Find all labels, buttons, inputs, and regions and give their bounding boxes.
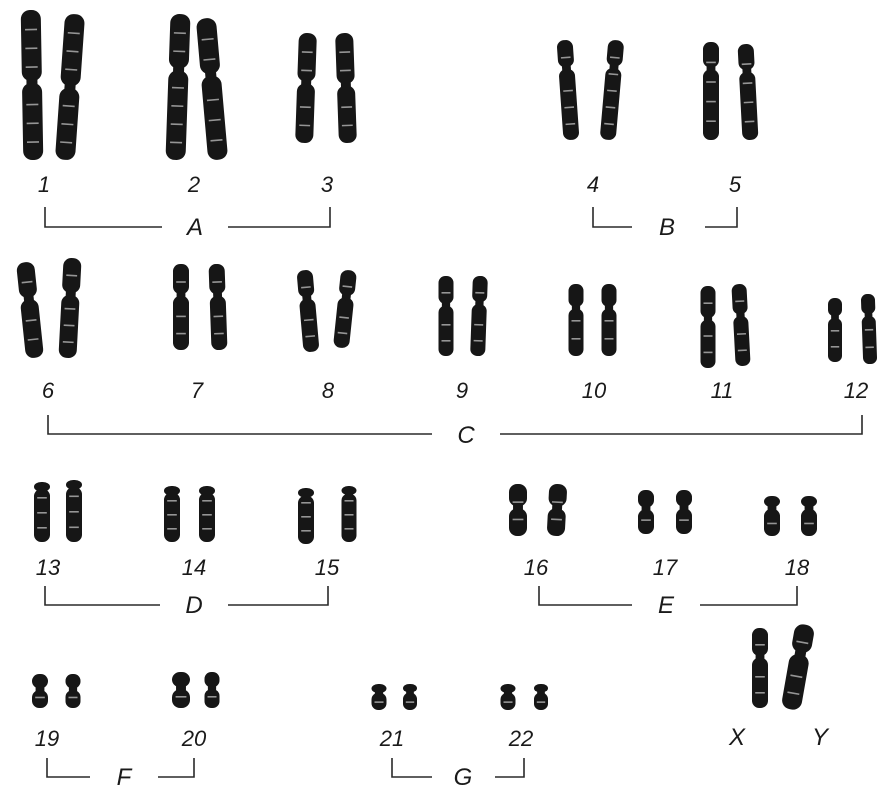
chromosome-10a [568,284,584,356]
chromosome-number-17: 17 [653,555,678,580]
group-b-bracket-left [592,207,632,228]
chromosome-1b [55,14,85,160]
chromosome-number-18: 18 [785,555,810,580]
chromosome-number-8: 8 [322,378,335,403]
chromosome-number-6: 6 [42,378,55,403]
chromosome-11b [731,284,751,366]
chromosome-14a [164,486,180,542]
chromosome-number-20: 20 [181,726,207,751]
chromosome-3b [335,32,357,144]
group-e-bracket-left [538,586,632,606]
chromosome-number-16: 16 [524,555,549,580]
chromosome-2b [196,18,228,160]
group-label-e: E [658,592,675,619]
group-f-bracket-right [158,758,195,778]
chromosome-Xa [752,628,768,708]
chromosome-number-21: 21 [379,726,404,751]
chromosome-5a [703,42,719,140]
chromosome-11a [700,286,716,368]
group-label-f: F [117,764,133,788]
chromosome-21a [371,684,387,710]
chromosome-17b [676,490,692,534]
chromosome-18b [801,496,817,536]
group-c-bracket-right [500,415,863,435]
chromosome-number-1: 1 [38,172,50,197]
chromosome-4b [600,40,624,140]
chromosome-number-4: 4 [587,172,599,197]
chromosome-19b [65,674,81,708]
chromosome-9b [470,275,488,357]
chromosome-number-3: 3 [321,172,334,197]
chromosome-8b [333,270,357,348]
group-label-b: B [659,214,675,241]
chromosome-Xb [782,624,814,710]
chromosome-number-5: 5 [729,172,742,197]
chromosome-16b [547,483,567,537]
chromosome-8a [297,270,319,352]
chromosome-3a [295,32,317,144]
chromosome-18a [764,496,780,536]
group-d-bracket-left [44,586,160,606]
chromosome-14b [199,486,215,542]
chromosome-15b [341,486,357,542]
chromosome-2a [165,14,191,160]
chromosome-9a [438,276,454,356]
chromosome-22b [534,684,548,710]
chromosome-number-10: 10 [582,378,607,403]
chromosome-12b [860,293,878,365]
group-a-bracket-left [44,207,162,228]
chromosome-13b [66,480,82,542]
chromosome-number-14: 14 [182,555,206,580]
sex-chromosome-label-y: Y [812,724,830,751]
group-label-c: C [457,422,475,449]
chromosome-1a [20,9,44,161]
group-label-a: A [185,214,203,241]
chromosome-22a [500,684,516,710]
group-d-bracket-right [228,586,329,606]
chromosome-number-9: 9 [456,378,468,403]
chromosome-number-11: 11 [711,378,734,403]
chromosome-number-2: 2 [187,172,200,197]
chromosome-numbers: 1 2 3 4 5 6 7 8 9 10 11 12 13 14 15 16 1… [35,172,868,751]
chromosome-12a [828,298,842,362]
chromosome-13a [34,482,50,542]
group-g-bracket-right [495,758,525,778]
chromosome-number-12: 12 [844,378,868,403]
chromosome-number-19: 19 [35,726,59,751]
chromosome-16a [509,484,527,536]
group-a-bracket-right [228,207,331,228]
chromosome-17a [638,490,654,534]
group-brackets [44,207,863,778]
group-label-d: D [185,592,202,619]
sex-chromosome-label-x: X [728,724,746,751]
chromosome-7b [208,263,228,351]
chromosome-15a [298,488,314,544]
group-label-g: G [454,764,473,788]
group-labels: A B C D E F G [117,214,675,788]
sex-chromosome-labels: X Y [728,724,830,751]
group-g-bracket-left [391,758,432,778]
chromosome-number-7: 7 [191,378,204,403]
chromosome-number-22: 22 [508,726,533,751]
group-f-bracket-left [46,758,90,778]
group-c-bracket-left [47,415,432,435]
chromosome-number-13: 13 [36,555,61,580]
chromosome-19a [32,674,48,708]
chromosome-6b [58,258,82,358]
group-b-bracket-right [705,207,738,228]
chromosome-20b [204,672,220,708]
chromosome-4a [557,40,579,140]
chromosomes-layer [16,9,878,710]
group-e-bracket-right [700,586,798,606]
chromosome-6a [16,262,44,358]
chromosome-20a [172,672,190,708]
chromosome-number-15: 15 [315,555,340,580]
chromosome-21b [403,684,417,710]
chromosome-5b [737,44,759,140]
chromosome-10b [601,284,617,356]
chromosome-7a [173,264,189,350]
